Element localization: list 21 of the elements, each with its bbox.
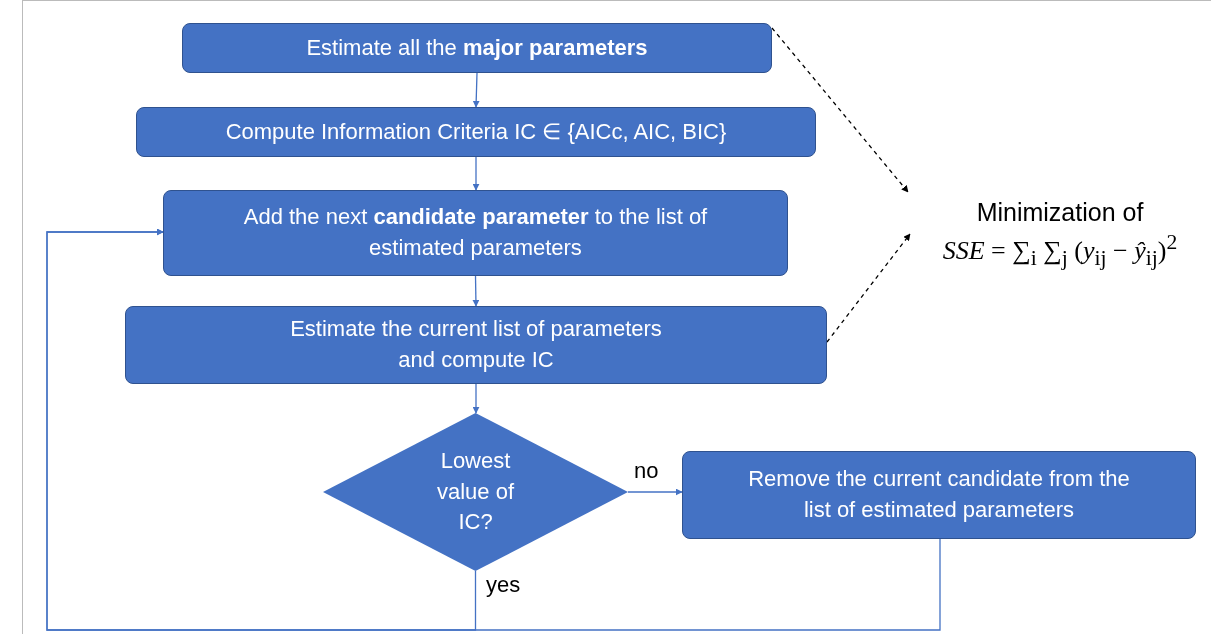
note-text: Minimization of	[976, 197, 1144, 229]
decision-diamond	[323, 413, 628, 571]
box-label: Lowest value of IC?	[435, 446, 516, 537]
box-label: Compute Information Criteria IC ∈ {AICc, AIC, BIC}	[225, 117, 727, 146]
arrow	[472, 156, 480, 191]
arrow	[627, 488, 683, 496]
box-label: Estimate the current list of parameters and compute IC	[289, 315, 663, 374]
formula: SSE = ∑$_{i}$ ∑$_{j}$ (y$_{ij}$ − ŷ$_{ij}$)$^{2}$	[942, 230, 1178, 271]
process-box	[682, 451, 1196, 539]
arrow	[472, 275, 480, 307]
arrow	[472, 383, 480, 414]
box-label: Estimate all the major parameters	[306, 33, 648, 62]
process-box	[163, 190, 788, 276]
arrow	[472, 72, 480, 108]
process-box	[182, 23, 772, 73]
arrow	[826, 233, 911, 343]
box-label: Remove the current candidate from the list of estimated parameters	[747, 465, 1131, 524]
box-label: Add the next candidate parameter to the list of estimated parameters	[242, 203, 709, 262]
arrow	[771, 27, 909, 193]
process-box	[125, 306, 827, 384]
process-box	[136, 107, 816, 157]
